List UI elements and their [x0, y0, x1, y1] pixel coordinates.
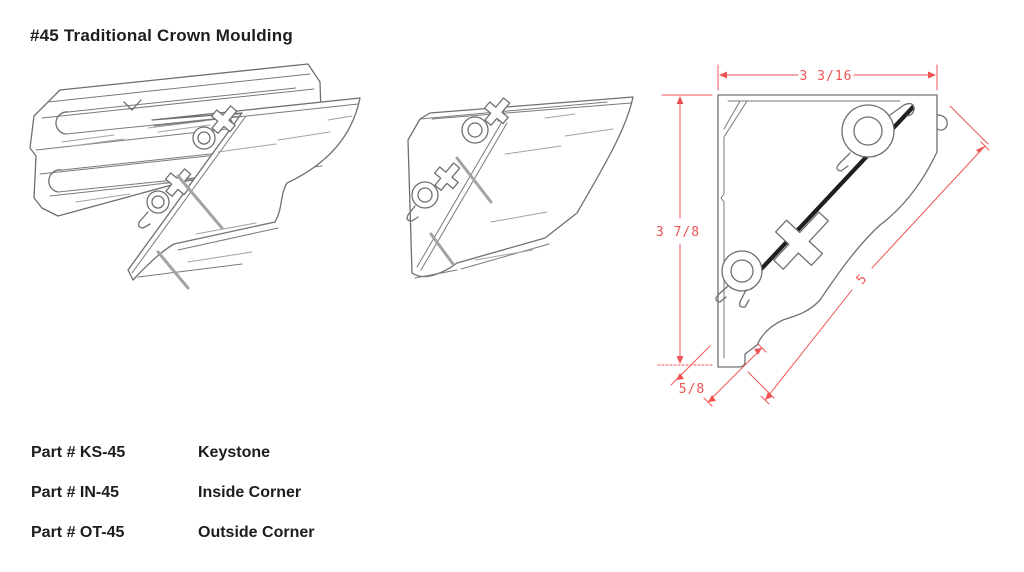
part-description: Keystone	[198, 444, 271, 461]
upper-snap-clip	[836, 102, 915, 172]
part-description: Outside Corner	[198, 524, 315, 541]
dim-label-height: 3 7/8	[656, 225, 700, 240]
assembled-view-drawing	[406, 96, 634, 279]
part-number: Part # KS-45	[31, 444, 126, 461]
dimension-height: 3 7/8	[656, 94, 715, 366]
assembled-shading	[429, 113, 614, 266]
profile-outline	[717, 94, 948, 368]
part-number: Part # IN-45	[31, 484, 120, 501]
crown-moulding-piece	[127, 97, 361, 290]
parts-row: Part # KS-45 Keystone	[31, 444, 314, 464]
dimension-diagonal: 5	[747, 105, 990, 405]
lower-snap-clip	[715, 250, 763, 308]
page-title: #45 Traditional Crown Moulding	[30, 26, 293, 45]
parts-list: Part # KS-45 Keystone Part # IN-45 Insid…	[31, 444, 314, 564]
exploded-view-drawing	[29, 63, 361, 290]
moulding-shading	[156, 115, 353, 290]
part-number: Part # OT-45	[31, 524, 125, 541]
assembled-unit	[406, 96, 634, 279]
cross-section-drawing: 3 3/16 3 7/8 5/8	[656, 64, 990, 407]
dim-label-width: 3 3/16	[800, 69, 853, 84]
dimension-base: 5/8	[670, 343, 767, 407]
snap-clips	[406, 97, 511, 222]
parts-row: Part # IN-45 Inside Corner	[31, 484, 314, 504]
dimension-width: 3 3/16	[717, 64, 938, 91]
part-description: Inside Corner	[198, 484, 302, 501]
dim-label-diagonal: 5	[854, 271, 871, 288]
parts-row: Part # OT-45 Outside Corner	[31, 524, 314, 544]
dim-label-base: 5/8	[679, 382, 705, 397]
t-bracket	[773, 211, 829, 270]
snap-clips	[137, 105, 238, 229]
